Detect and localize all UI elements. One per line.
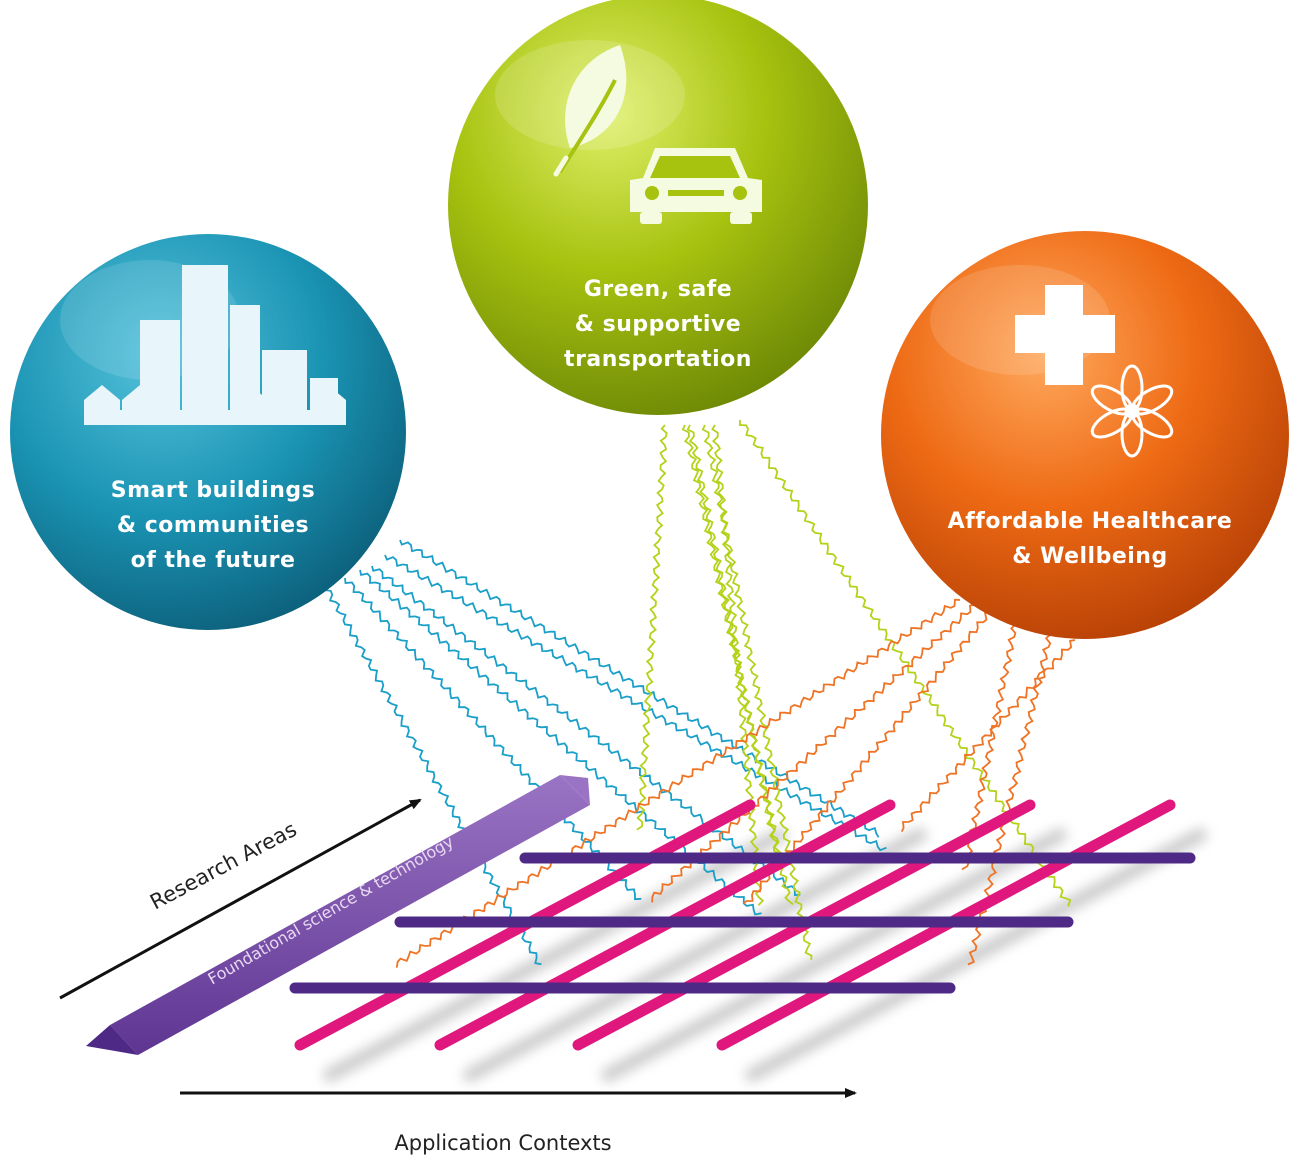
application-contexts-axis: Application Contexts [180, 1088, 857, 1155]
bar-shadow [601, 828, 1067, 1082]
bar-shadow [745, 828, 1207, 1082]
connection-wire [636, 424, 668, 831]
connection-wire [711, 424, 765, 906]
sphere-label-line-2: & communities [117, 513, 309, 538]
connection-wire [686, 424, 783, 870]
connection-wire [399, 539, 880, 838]
connection-wire [395, 598, 961, 968]
connection-wire [384, 554, 887, 852]
research-areas-label: Research Areas [146, 817, 301, 914]
connection-wire [344, 577, 642, 901]
sphere-healthcare: Affordable Healthcare & Wellbeing [881, 231, 1289, 639]
sphere-label-line-2: & supportive [575, 312, 741, 337]
connection-wire [900, 639, 1076, 833]
sphere-smart-buildings: Smart buildings & communities of the fut… [10, 234, 406, 630]
sphere-label-line-1: Affordable Healthcare [948, 509, 1233, 534]
research-grid [289, 799, 1196, 1051]
connection-wire [738, 419, 1072, 907]
application-contexts-label: Application Contexts [394, 1131, 611, 1155]
sphere-label-line-2: & Wellbeing [1012, 544, 1167, 569]
connection-wire [651, 604, 976, 903]
connection-wire [701, 424, 813, 960]
car-icon [630, 148, 762, 224]
sphere-label-line-3: of the future [131, 548, 296, 573]
medical-cross-icon [1015, 285, 1115, 385]
bar-shadow [463, 828, 927, 1082]
flower-icon [1090, 364, 1174, 458]
sphere-label-line-3: transportation [564, 347, 752, 372]
sphere-label-line-1: Green, safe [584, 277, 732, 302]
connection-wire [371, 565, 801, 897]
connection-wire [323, 584, 542, 966]
research-areas-arrow [59, 798, 422, 1000]
sphere-transportation: Green, safe & supportive transportation [448, 0, 868, 415]
city-skyline-icon [84, 265, 346, 425]
sphere-label-line-1: Smart buildings [111, 478, 315, 503]
connection-wire [967, 634, 1052, 966]
leaf-icon [553, 45, 627, 177]
bar-shadow [323, 828, 787, 1082]
